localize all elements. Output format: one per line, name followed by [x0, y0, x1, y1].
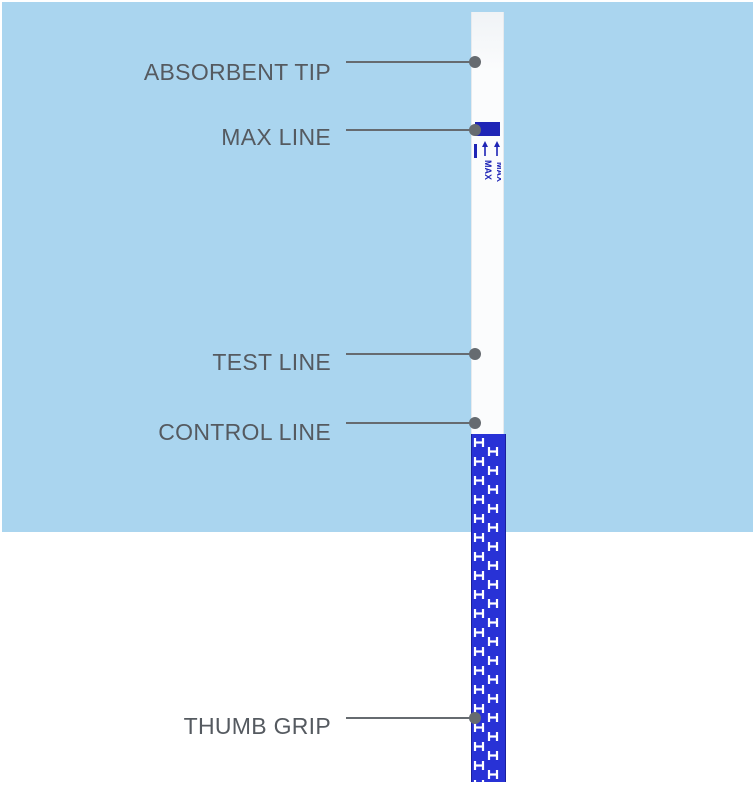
callout-line-test-line: [346, 353, 474, 355]
label-control-line: CONTROL LINE: [158, 419, 331, 445]
grip-notch: [487, 675, 499, 684]
callout-line-max-line: [346, 129, 474, 131]
grip-notch: [487, 656, 499, 665]
callout-dot-max-line: [469, 124, 481, 136]
grip-notch: [487, 542, 499, 551]
grip-notch: [473, 609, 485, 618]
grip-notch: [473, 533, 485, 542]
max-line-band: [475, 122, 500, 136]
grip-notch: [473, 704, 485, 713]
grip-notch: [473, 495, 485, 504]
grip-notch: [487, 694, 499, 703]
background-panel: [2, 2, 753, 532]
callout-dot-control-line: [469, 417, 481, 429]
grip-notch: [487, 580, 499, 589]
grip-notch: [473, 514, 485, 523]
grip-notch: [487, 751, 499, 760]
label-max-line: MAX LINE: [221, 124, 331, 150]
max-marking-text-2: MAX: [495, 162, 501, 182]
grip-notch: [473, 457, 485, 466]
grip-pattern: [473, 438, 499, 782]
grip-notch: [487, 466, 499, 475]
max-marking-text-1: MAX: [483, 160, 493, 180]
grip-notch: [473, 780, 485, 782]
grip-notch: [487, 561, 499, 570]
label-absorbent-tip: ABSORBENT TIP: [143, 59, 331, 85]
grip-notch: [473, 723, 485, 732]
callout-line-thumb-grip: [346, 717, 474, 719]
grip-notch: [487, 599, 499, 608]
grip-notch: [473, 476, 485, 485]
test-strip: MAX MAX: [471, 12, 505, 437]
grip-notch: [487, 447, 499, 456]
max-marking: MAX MAX: [474, 140, 505, 188]
grip-notch: [487, 523, 499, 532]
grip-notch: [473, 647, 485, 656]
callout-dot-absorbent-tip: [469, 56, 481, 68]
grip-notch: [473, 571, 485, 580]
grip-notch: [473, 552, 485, 561]
callout-line-absorbent-tip: [346, 61, 474, 63]
grip-notch: [487, 618, 499, 627]
thumb-grip-area: [471, 434, 506, 782]
grip-notch: [487, 637, 499, 646]
grip-notch: [487, 485, 499, 494]
grip-notch: [473, 666, 485, 675]
grip-notch: [473, 628, 485, 637]
label-thumb-grip: THUMB GRIP: [183, 713, 331, 739]
callout-dot-test-line: [469, 348, 481, 360]
grip-notch: [473, 438, 485, 447]
grip-notch: [473, 742, 485, 751]
grip-notch: [487, 732, 499, 741]
grip-notch: [487, 770, 499, 779]
grip-notch: [473, 590, 485, 599]
label-test-line: TEST LINE: [212, 349, 331, 375]
grip-notch: [473, 761, 485, 770]
callout-dot-thumb-grip: [469, 712, 481, 724]
grip-notch: [473, 685, 485, 694]
callout-line-control-line: [346, 422, 474, 424]
grip-notch: [487, 713, 499, 722]
grip-notch: [487, 504, 499, 513]
